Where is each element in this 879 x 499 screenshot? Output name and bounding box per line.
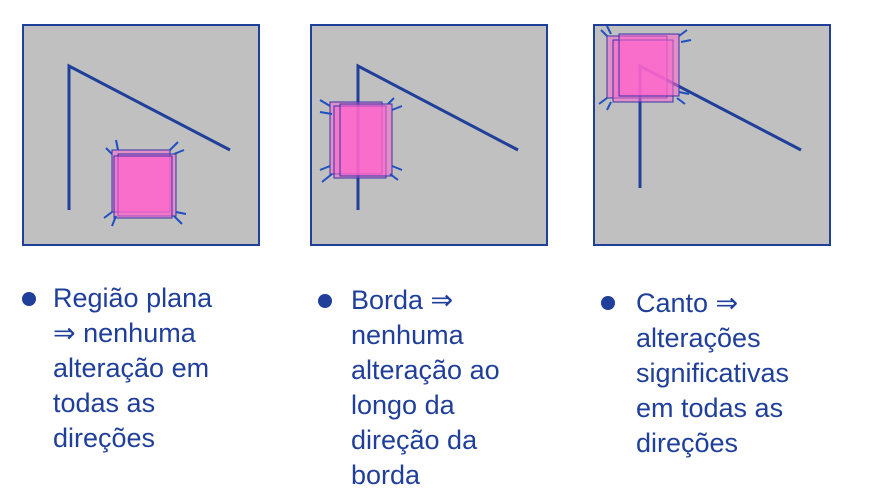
caption-line: Borda ⇒	[351, 285, 454, 315]
caption-line: borda	[351, 460, 421, 490]
caption-line: alteração em	[53, 353, 210, 383]
shifted-windows	[606, 33, 680, 103]
direction-arrows	[598, 26, 692, 111]
bullet	[22, 292, 36, 306]
caption-line: direção da	[351, 425, 478, 455]
bullet	[318, 294, 332, 308]
edge-diagram	[319, 63, 519, 210]
caption-line: alteração ao	[351, 355, 500, 385]
caption-flat-region: Região plana ⇒ nenhuma alteração em toda…	[53, 281, 212, 456]
caption-line: alterações	[636, 323, 761, 353]
corner-diagram	[598, 26, 802, 188]
bullet	[601, 296, 615, 310]
direction-arrows	[103, 139, 187, 227]
edge-lines	[67, 63, 231, 210]
panel-corner	[593, 24, 831, 246]
caption-line: em todas as	[636, 393, 784, 423]
flat-region-diagram	[67, 63, 231, 227]
direction-arrows	[319, 97, 403, 183]
panel-flat-region	[22, 24, 260, 246]
caption-line: nenhuma	[351, 320, 464, 350]
caption-line: ⇒ nenhuma	[53, 318, 196, 348]
caption-edge: Borda ⇒ nenhuma alteração ao longo da di…	[351, 283, 500, 493]
caption-line: todas as	[53, 388, 156, 418]
shifted-windows	[329, 101, 393, 179]
shifted-windows	[111, 149, 177, 219]
caption-line: significativas	[636, 358, 790, 388]
caption-line: Canto ⇒	[636, 288, 739, 318]
panel-edge	[310, 24, 548, 246]
caption-line: longo da	[351, 390, 455, 420]
caption-line: Região plana	[53, 283, 213, 313]
caption-corner: Canto ⇒ alterações significativas em tod…	[636, 286, 789, 461]
caption-line: direções	[636, 428, 739, 458]
caption-line: direções	[53, 423, 156, 453]
